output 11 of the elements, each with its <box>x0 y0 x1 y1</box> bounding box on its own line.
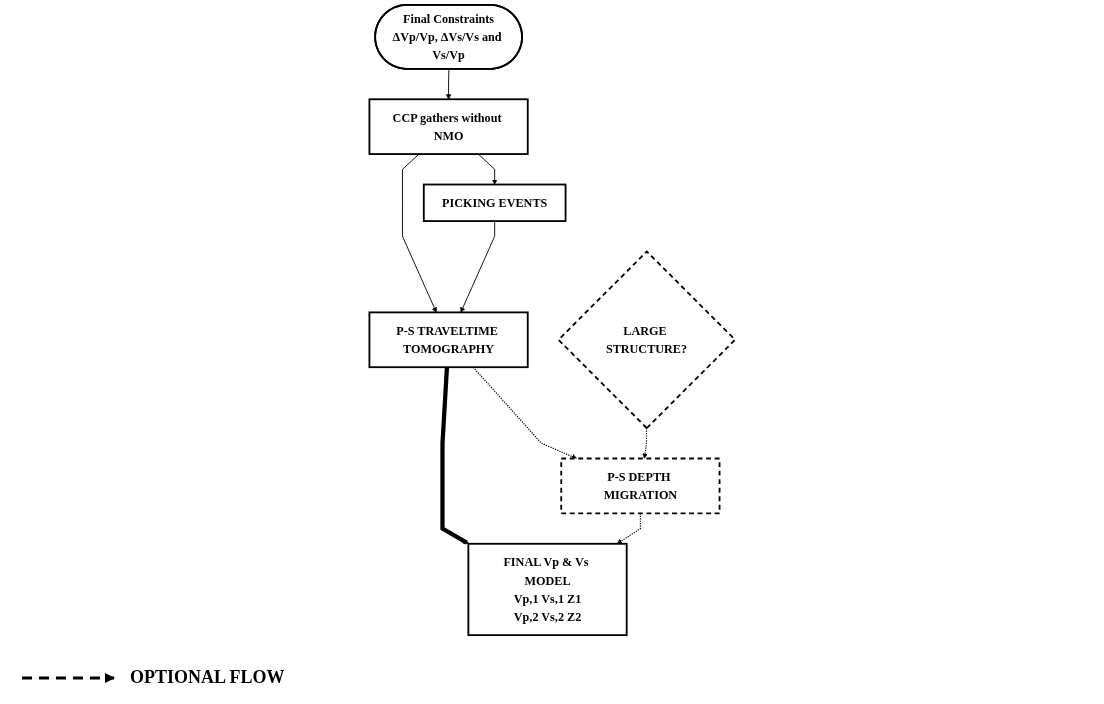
node-diamond: LARGE STRUCTURE? <box>556 250 737 430</box>
arrow <box>616 512 641 545</box>
legend-text: OPTIONAL FLOW <box>130 667 285 688</box>
arrow <box>440 367 469 545</box>
node-box: P-S DEPTH MIGRATION <box>560 457 721 515</box>
node-box: P-S TRAVELTIME TOMOGRAPHY <box>368 311 529 369</box>
node-box: CCP gathers without NMO <box>368 98 529 155</box>
arrow <box>472 366 577 460</box>
arrow <box>642 427 648 459</box>
node-box: FINAL Vp & Vs MODEL Vp,1 Vs,1 Z1 Vp,2 Vs,2 Z2 <box>467 542 628 637</box>
node-box: PICKING EVENTS <box>422 183 567 222</box>
